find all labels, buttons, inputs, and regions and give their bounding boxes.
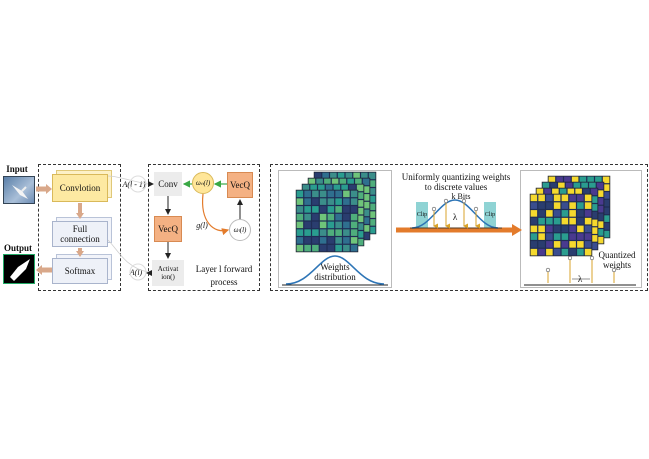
quantized-subbox	[520, 170, 642, 288]
omega-f-node: ωₗ(l)	[229, 219, 251, 241]
layer-box	[148, 164, 260, 291]
softmax-block: Softmax	[52, 258, 108, 284]
conv-block: Convlotion	[52, 174, 108, 202]
k-bits-label: k Bits	[451, 192, 471, 201]
output-label: Output	[3, 243, 32, 253]
g-l-label: g(l)	[196, 221, 208, 230]
weights-caption-line2: distribution	[314, 272, 356, 282]
quantized-levels	[547, 258, 615, 283]
quantization-levels	[433, 202, 480, 229]
zoom-connector-bottom	[107, 239, 149, 273]
vecq-left-node: VecQ	[154, 216, 182, 242]
layer-title-line1: Layer l forward	[195, 264, 253, 274]
activation-line2: ion()	[161, 273, 175, 281]
output-image	[3, 254, 35, 284]
fc-block-line1: Full	[72, 224, 88, 234]
quantized-caption-line2: weights	[603, 260, 631, 270]
quantization-curve	[411, 199, 499, 229]
bird-icon	[12, 185, 28, 199]
activation-node: Activat ion()	[152, 260, 184, 286]
weights-subbox	[278, 170, 392, 288]
weights-caption-line1: Weights	[320, 262, 350, 272]
quantization-box	[270, 164, 648, 291]
a-l-minus-1-label: A(l - 1)	[122, 180, 146, 189]
segmentation-mask-icon	[10, 259, 30, 281]
vecq-right-node: VecQ	[227, 172, 253, 198]
input-label: Input	[6, 164, 28, 174]
conv-node: Conv	[154, 172, 182, 196]
quantized-caption-line1: Quantized	[598, 250, 636, 260]
clip-right: Clip	[484, 202, 496, 228]
gradient-arrow	[202, 193, 230, 236]
uniform-caption-line2: to discrete values	[424, 182, 488, 192]
quantized-grid-stack	[529, 175, 611, 257]
weights-grid-stack	[295, 171, 377, 253]
a-l-label: A(l)	[129, 268, 143, 277]
fc-block: Full connection	[52, 221, 108, 247]
activation-line1: Activat	[157, 265, 179, 273]
zoom-connector-top	[107, 175, 149, 185]
input-image	[3, 176, 35, 204]
layer-title-line2: process	[210, 277, 238, 287]
lambda-mid-label: λ	[452, 212, 458, 222]
uniform-caption-line1: Uniformly quantizing weights	[401, 172, 511, 182]
weights-distribution-curve	[285, 255, 385, 285]
clip-left: Clip	[416, 202, 428, 228]
omega-q-node: ωₙ(l)	[192, 172, 214, 194]
fc-block-line2: connection	[60, 234, 100, 244]
network-box	[38, 164, 121, 291]
